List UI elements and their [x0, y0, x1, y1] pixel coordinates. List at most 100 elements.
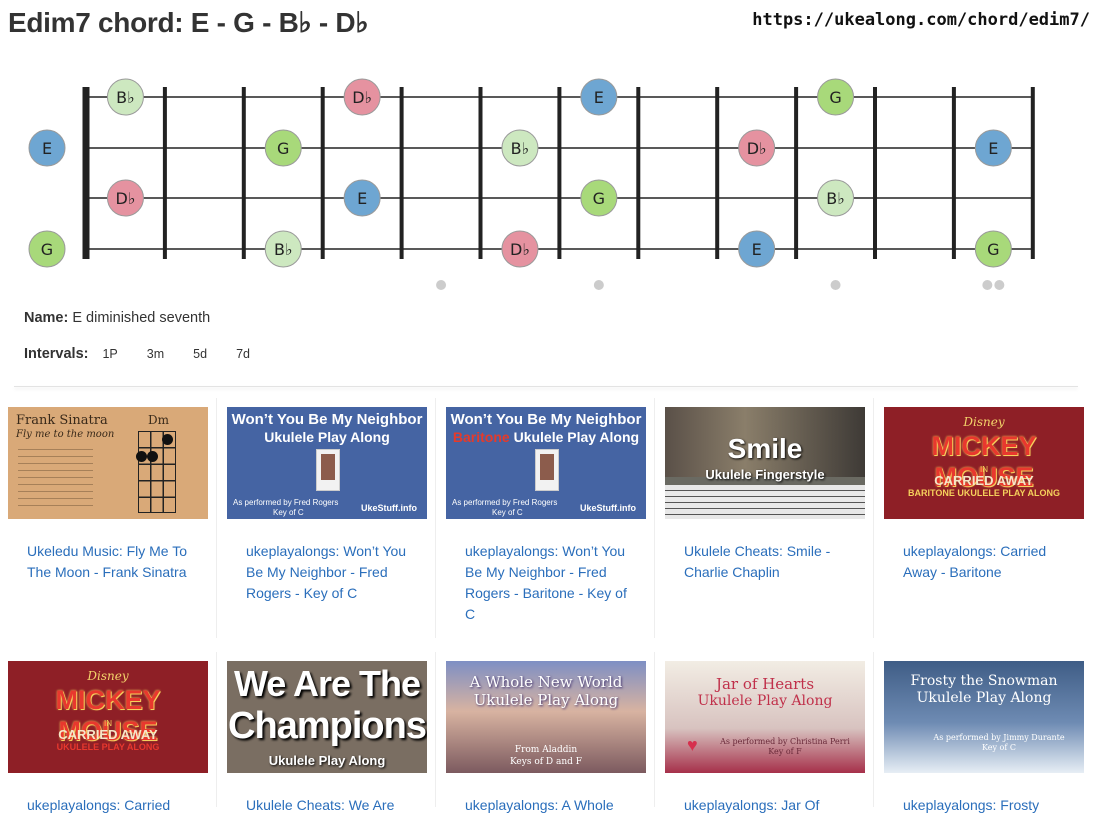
thumb-text: Champions: [228, 705, 427, 747]
lyrics-lines: [18, 443, 93, 511]
video-thumbnail[interactable]: A Whole New World Ukulele Play Along Fro…: [446, 661, 646, 773]
note-circle: [28, 230, 66, 268]
video-thumbnail[interactable]: Disney MICKEY MOUSE IN CARRIED AWAY UKUL…: [8, 661, 208, 773]
fret-marker-dot: [982, 280, 993, 290]
note-marker: G: [974, 230, 1012, 268]
thumb-text: As performed by Jimmy Durante: [933, 733, 1065, 742]
note-label: D♭: [510, 240, 530, 259]
note-circle: [817, 179, 855, 217]
video-title-link[interactable]: Ukulele Cheats: We Are: [246, 797, 395, 813]
video-thumbnail[interactable]: Won’t You Be My Neighbor Baritone Ukulel…: [446, 407, 646, 519]
thumb-text: Key of F: [768, 747, 802, 756]
video-thumbnail[interactable]: Frosty the Snowman Ukulele Play Along As…: [884, 661, 1084, 773]
thumb-text: Disney: [963, 415, 1005, 429]
tab-staff: [665, 485, 865, 519]
thumb-text: Frosty the Snowman: [910, 673, 1058, 689]
note-marker: D♭: [106, 179, 144, 217]
note-circle: [343, 78, 381, 116]
video-card[interactable]: Jar of Hearts Ukulele Play Along ♥ As pe…: [665, 661, 867, 816]
section-divider: [14, 386, 1078, 387]
column-divider: [873, 398, 874, 638]
note-label: E: [988, 139, 998, 158]
video-title-link[interactable]: ukeplayalongs: Won’t You Be My Neighbor …: [465, 543, 627, 622]
photo-icon: [316, 449, 340, 491]
thumb-text: Ukulele Play Along: [697, 693, 833, 709]
thumb-text: IN: [104, 719, 112, 728]
note-marker: B♭: [106, 78, 144, 116]
thumb-text: Jar of Hearts: [715, 675, 815, 693]
video-title-link[interactable]: ukeplayalongs: Jar Of: [684, 797, 820, 813]
video-title-link[interactable]: Ukeledu Music: Fly Me To The Moon - Fran…: [27, 543, 188, 580]
video-thumbnail[interactable]: Jar of Hearts Ukulele Play Along ♥ As pe…: [665, 661, 865, 773]
finger-dot: [162, 434, 173, 445]
thumb-text: Smile: [727, 433, 803, 464]
thumb-text: Key of C: [492, 508, 523, 517]
note-marker: D♭: [501, 230, 539, 268]
note-label: B♭: [116, 88, 135, 107]
note-circle: [580, 179, 618, 217]
video-card[interactable]: Smile Ukulele Fingerstyle Ukulele Cheats…: [665, 407, 867, 583]
note-label: B♭: [826, 189, 845, 208]
thumb-text: We Are The: [233, 663, 421, 704]
note-label: B♭: [274, 240, 293, 259]
note-circle: [106, 179, 144, 217]
note-circle: [580, 78, 618, 116]
video-card[interactable]: Disney MICKEY MOUSE IN CARRIED AWAY BARI…: [884, 407, 1086, 583]
note-label: D♭: [747, 139, 767, 158]
video-title-link[interactable]: Ukulele Cheats: Smile - Charlie Chaplin: [684, 543, 831, 580]
video-thumbnail[interactable]: We Are The Champions Ukulele Play Along: [227, 661, 427, 773]
video-title-link[interactable]: ukeplayalongs: Frosty: [903, 797, 1040, 813]
video-title-link[interactable]: ukeplayalongs: Won’t You Be My Neighbor …: [246, 543, 407, 601]
video-card[interactable]: Frank Sinatra Fly me to the moon Dm Ukel…: [8, 407, 210, 583]
video-thumbnail[interactable]: Won’t You Be My Neighbor Ukulele Play Al…: [227, 407, 427, 519]
note-marker: E: [343, 179, 381, 217]
video-card[interactable]: A Whole New World Ukulele Play Along Fro…: [446, 661, 648, 816]
chord-grid: [138, 431, 176, 513]
thumb-text: UkeStuff.info: [361, 503, 417, 513]
video-title-link[interactable]: ukeplayalongs: Carried Away - Baritone: [903, 543, 1047, 580]
video-card[interactable]: Won’t You Be My Neighbor Baritone Ukulel…: [446, 407, 648, 625]
fret-marker-dot: [593, 280, 604, 290]
chord-name-row: Name: E diminished seventh: [24, 310, 279, 326]
column-divider: [435, 398, 436, 638]
note-label: E: [594, 88, 604, 107]
video-title-link[interactable]: ukeplayalongs: A Whole: [465, 797, 614, 813]
video-card[interactable]: Won’t You Be My Neighbor Ukulele Play Al…: [227, 407, 429, 604]
note-marker: G: [28, 230, 66, 268]
video-thumbnail[interactable]: Frank Sinatra Fly me to the moon Dm: [8, 407, 208, 519]
finger-dot: [147, 451, 158, 462]
thumb-text: As performed by Fred Rogers: [452, 498, 558, 507]
video-thumbnail[interactable]: Smile Ukulele Fingerstyle: [665, 407, 865, 519]
thumb-text: MICKEY MOUSE: [55, 685, 161, 746]
page-url[interactable]: https://ukealong.com/chord/edim7/: [752, 10, 1090, 30]
note-marker: E: [580, 78, 618, 116]
note-circle: [264, 230, 302, 268]
note-marker: G: [264, 129, 302, 167]
thumb-text: Ukulele Play Along: [509, 429, 640, 445]
note-circle: [738, 230, 776, 268]
note-circle: [817, 78, 855, 116]
note-marker: D♭: [738, 129, 776, 167]
note-label: D♭: [116, 189, 136, 208]
thumb-text: CARRIED AWAY: [934, 473, 1034, 488]
video-card[interactable]: We Are The Champions Ukulele Play Along …: [227, 661, 429, 816]
thumb-text: BARITONE UKULELE PLAY ALONG: [907, 488, 1060, 498]
note-label: B♭: [511, 139, 530, 158]
thumb-text: A Whole New World: [469, 673, 623, 691]
column-divider: [654, 652, 655, 807]
note-circle: [738, 129, 776, 167]
video-card[interactable]: Disney MICKEY MOUSE IN CARRIED AWAY UKUL…: [8, 661, 210, 816]
video-title-link[interactable]: ukeplayalongs: Carried: [27, 797, 171, 813]
note-label: G: [593, 189, 605, 208]
column-divider: [435, 652, 436, 807]
video-thumbnail[interactable]: Disney MICKEY MOUSE IN CARRIED AWAY BARI…: [884, 407, 1084, 519]
column-divider: [654, 398, 655, 638]
thumb-subtitle: Baritone Ukulele Play Along: [446, 429, 646, 445]
note-circle: [28, 129, 66, 167]
interval-item: 7d: [236, 347, 250, 361]
note-circle: [106, 78, 144, 116]
note-label: G: [277, 139, 289, 158]
note-marker: B♭: [817, 179, 855, 217]
video-card[interactable]: Frosty the Snowman Ukulele Play Along As…: [884, 661, 1086, 816]
